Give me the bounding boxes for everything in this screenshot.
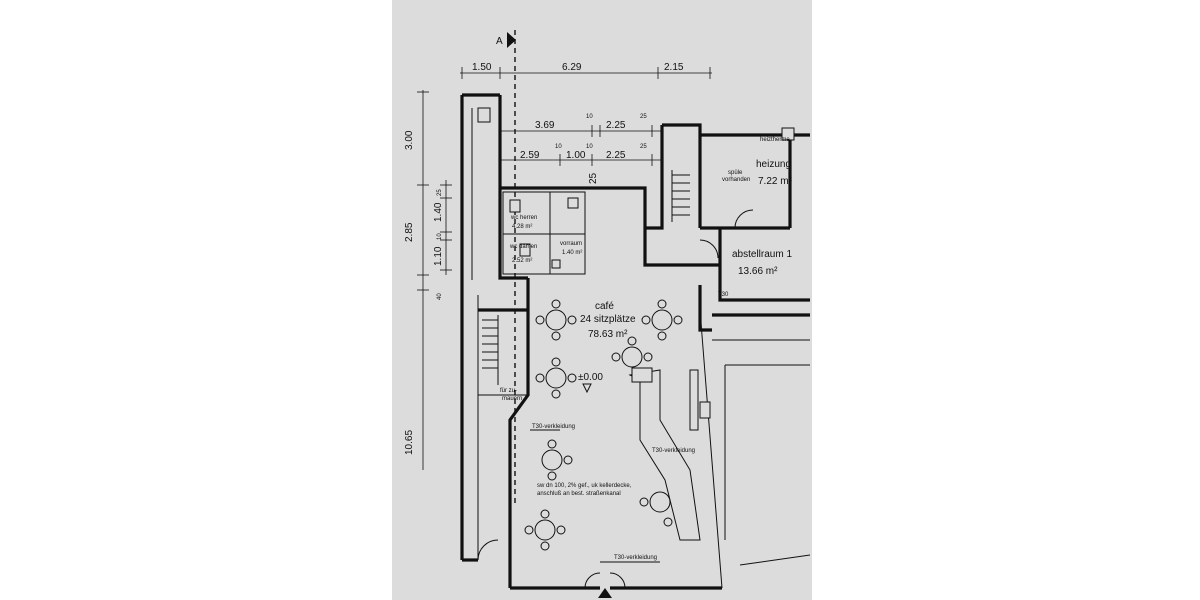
table-group — [541, 439, 573, 481]
label-sewer-line-1: sw dn 100, 2% gef., uk kellerdecke, — [537, 483, 632, 489]
table-group — [524, 509, 566, 551]
room-wc-herren-name: wc herren — [510, 215, 537, 221]
label-fuer-zumauern-2: mauern — [502, 396, 522, 402]
dim-row1-b: 10 — [586, 114, 593, 120]
entrance-arrow-icon — [598, 588, 612, 598]
sink-icon — [551, 259, 561, 269]
label-fuer-zumauern-1: für zu- — [500, 388, 517, 394]
wall-counter — [689, 369, 699, 431]
dim-left-4: 10 — [437, 233, 443, 240]
table-group — [535, 299, 577, 341]
dim-top-2: 6.29 — [562, 62, 582, 73]
room-labels: wc herren 4.28 m² wc damen 2.52 m² vorra… — [500, 137, 793, 563]
counter-sink — [631, 367, 653, 383]
table-group — [611, 336, 653, 368]
doors — [477, 209, 754, 598]
tables — [524, 299, 683, 551]
dimension-chain-left: 3.00 25 1.40 10 1.10 2.85 40 10.65 — [404, 90, 452, 470]
room-wc-damen-name: wc damen — [509, 244, 537, 250]
dimension-chain-row2: 2.59 10 1.00 10 2.25 25 — [499, 144, 662, 166]
dim-row2-c: 1.00 — [566, 150, 586, 161]
staircase-right — [671, 170, 690, 222]
label-sewer-line-2: anschluß an best. straßenkanal — [537, 491, 621, 497]
label-level: ±0.00 — [578, 372, 603, 383]
room-heizung-name: heizung — [756, 159, 791, 170]
room-wc-damen-area: 2.52 m² — [512, 258, 532, 264]
dimension-chain-top: 1.50 6.29 2.15 — [460, 62, 712, 79]
room-cafe-seats: 24 sitzplätze — [580, 314, 636, 325]
room-cafe-area: 78.63 m² — [588, 329, 628, 340]
boiler-icon — [781, 127, 795, 141]
dim-left-3: 1.40 — [433, 202, 444, 222]
section-arrow-icon — [507, 32, 516, 48]
dim-top-3: 2.15 — [664, 62, 684, 73]
dimension-chain-row1: 3.69 10 2.25 25 — [499, 114, 662, 137]
table-group — [641, 299, 683, 341]
dim-row1-a: 3.69 — [535, 120, 555, 131]
dim-row2-a: 2.59 — [520, 150, 540, 161]
dim-left-5: 1.10 — [433, 246, 444, 266]
dim-left-8: 10.65 — [404, 430, 415, 455]
section-label: A — [496, 36, 503, 47]
label-t30-verkleidung-1: T30-verkleidung — [532, 424, 575, 430]
dim-left-2: 25 — [437, 189, 443, 196]
toilet-icon — [509, 199, 521, 213]
dim-row2-d: 10 — [586, 144, 593, 150]
dim-row2-e: 2.25 — [606, 150, 626, 161]
label-t30-door: T30 — [718, 292, 729, 298]
dim-left-6: 2.85 — [404, 222, 415, 242]
room-heizung-area: 7.22 m² — [758, 176, 793, 187]
dim-row2-f: 25 — [640, 144, 647, 150]
label-t30-verkleidung-2: T30-verkleidung — [652, 448, 695, 454]
toilet-icon — [477, 107, 491, 123]
room-abstellraum-name: abstellraum 1 — [732, 249, 792, 260]
table-group — [639, 491, 673, 527]
room-vorraum-area: 1.40 m² — [562, 250, 582, 256]
toilet-icon — [519, 243, 531, 257]
dim-top-1: 1.50 — [472, 62, 492, 73]
dim-row2-b: 10 — [555, 144, 562, 150]
level-marker-icon — [582, 383, 592, 394]
room-vorraum-name: vorraum — [560, 241, 582, 247]
room-abstellraum-area: 13.66 m² — [738, 266, 778, 277]
dim-row1-c: 2.25 — [606, 120, 626, 131]
bar-counter — [628, 367, 701, 541]
label-vorhanden: vorhanden — [722, 177, 750, 183]
label-spuele: spüle — [728, 170, 743, 176]
dim-left-1: 3.00 — [404, 130, 415, 150]
section-marker: A — [496, 30, 516, 505]
sink-icon — [699, 401, 711, 419]
room-wc-herren-area: 4.28 m² — [512, 224, 532, 230]
staircase-left — [482, 315, 499, 385]
room-cafe-name: café — [595, 301, 614, 312]
fixtures — [477, 107, 795, 419]
label-t30-verkleidung-3: T30-verkleidung — [614, 555, 657, 561]
table-group — [535, 357, 577, 399]
dim-wall-thickness: 25 — [588, 172, 599, 184]
dim-left-7: 40 — [437, 293, 443, 300]
dim-row1-d: 25 — [640, 114, 647, 120]
sink-icon — [567, 197, 579, 209]
label-heiztherme: heiztherme — [760, 137, 790, 143]
